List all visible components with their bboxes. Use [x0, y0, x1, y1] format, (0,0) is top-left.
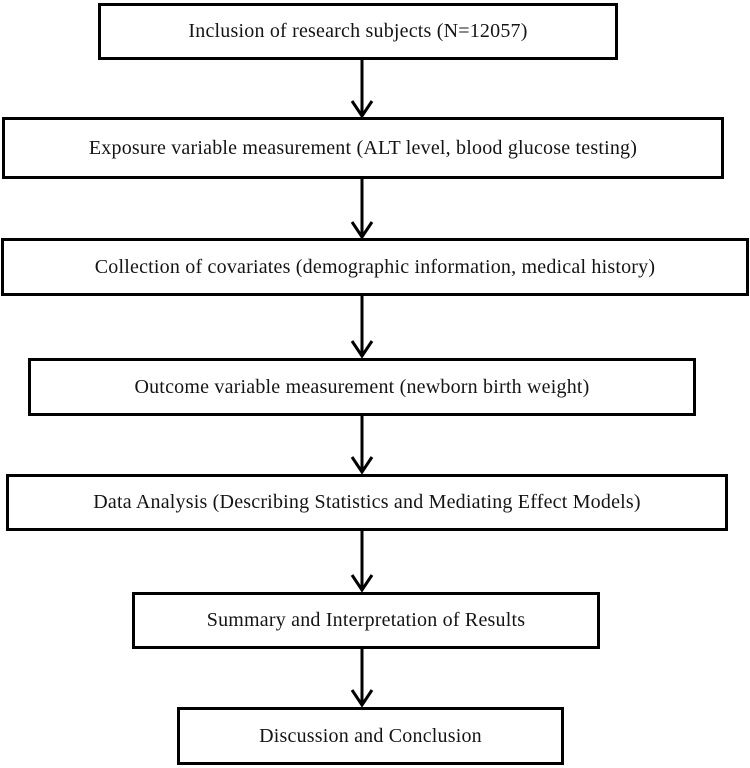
flow-step-label: Collection of covariates (demographic in…: [94, 255, 656, 278]
flow-step-label: Outcome variable measurement (newborn bi…: [134, 375, 590, 398]
flow-step-data-analysis: Data Analysis (Describing Statistics and…: [6, 474, 728, 531]
flow-step-exposure-measurement: Exposure variable measurement (ALT level…: [2, 117, 724, 179]
flow-arrow-down-icon: [342, 649, 382, 707]
flow-arrow-down-icon: [342, 179, 382, 239]
flow-step-discussion-conclusion: Discussion and Conclusion: [177, 707, 564, 765]
flow-step-outcome-measurement: Outcome variable measurement (newborn bi…: [28, 358, 696, 416]
flow-step-label: Data Analysis (Describing Statistics and…: [93, 491, 641, 513]
flow-step-covariates-collection: Collection of covariates (demographic in…: [1, 238, 749, 296]
flow-arrow-down-icon: [342, 296, 382, 358]
flow-step-label: Summary and Interpretation of Results: [206, 609, 526, 631]
flow-arrow-down-icon: [342, 531, 382, 592]
flow-step-label: Discussion and Conclusion: [259, 724, 482, 747]
flow-arrow-down-icon: [342, 60, 382, 118]
flow-arrow-down-icon: [342, 416, 382, 474]
flow-step-label: Exposure variable measurement (ALT level…: [88, 136, 638, 159]
flow-step-inclusion: Inclusion of research subjects (N=12057): [98, 3, 618, 60]
flow-step-label: Inclusion of research subjects (N=12057): [188, 20, 528, 42]
flow-step-summary-interpretation: Summary and Interpretation of Results: [132, 592, 600, 649]
